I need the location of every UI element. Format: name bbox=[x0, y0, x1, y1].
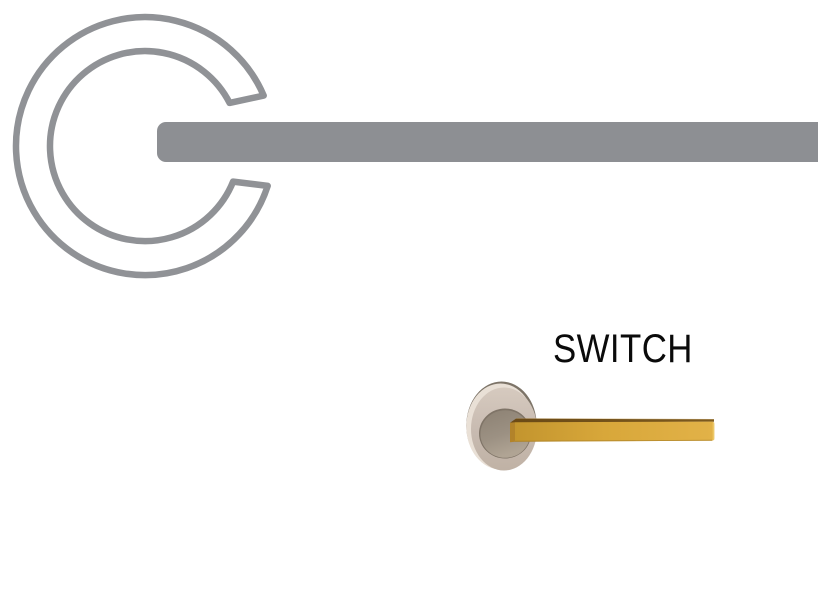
c-logo-icon bbox=[12, 13, 271, 279]
product-title: SWITCH bbox=[553, 327, 693, 371]
handle-rose bbox=[466, 381, 537, 471]
door-handle-image bbox=[466, 381, 715, 471]
divider-bar bbox=[157, 122, 818, 162]
handle-lever bbox=[510, 418, 715, 443]
c-logo-outline bbox=[12, 13, 271, 279]
